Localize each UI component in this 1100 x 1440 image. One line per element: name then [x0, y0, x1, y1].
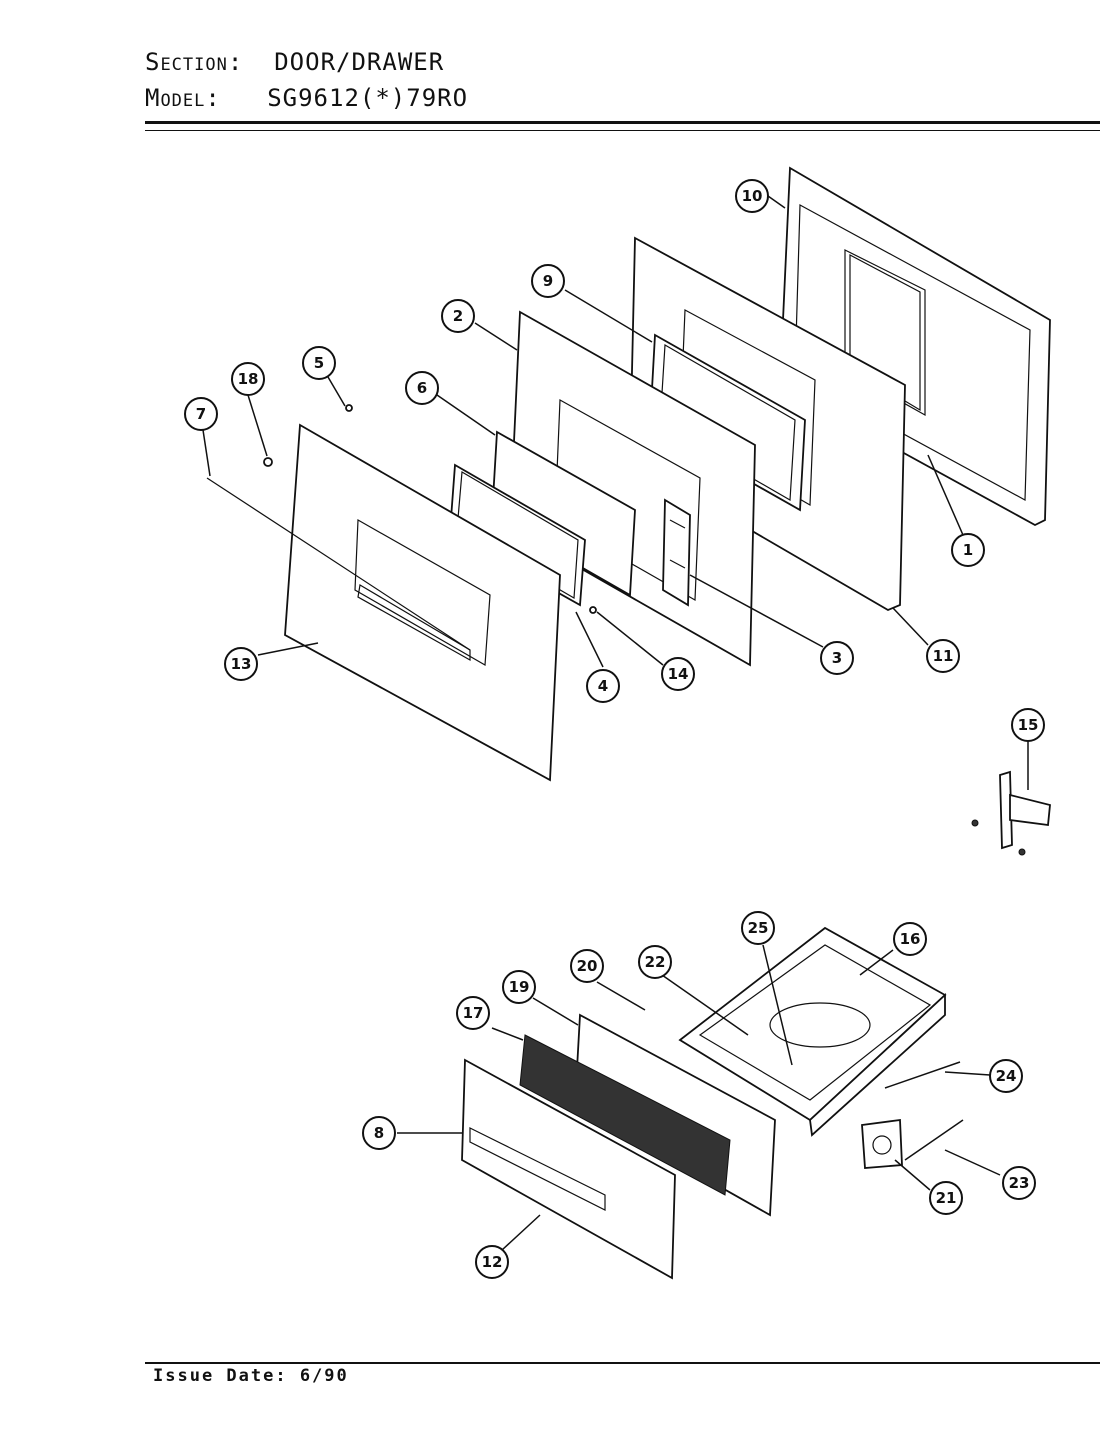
svg-text:22: 22 [645, 953, 666, 971]
svg-text:25: 25 [748, 919, 769, 937]
footer-rule [145, 1362, 1100, 1364]
svg-text:1: 1 [963, 541, 973, 559]
svg-text:21: 21 [936, 1189, 957, 1207]
leader-lines [202, 195, 1029, 1251]
callout-18: 18 [231, 362, 265, 396]
svg-text:16: 16 [900, 930, 921, 948]
part-18-plug [263, 457, 273, 467]
svg-text:15: 15 [1018, 716, 1039, 734]
svg-text:6: 6 [417, 379, 427, 397]
part-21-bracket [861, 1118, 903, 1169]
callout-24: 24 [989, 1059, 1023, 1093]
svg-text:24: 24 [996, 1067, 1017, 1085]
svg-text:9: 9 [543, 272, 553, 290]
header-rule-thin [145, 130, 1100, 131]
section-value: DOOR/DRAWER [274, 48, 445, 76]
callout-20: 20 [570, 949, 604, 983]
svg-text:19: 19 [509, 978, 530, 996]
callout-5: 5 [302, 346, 336, 380]
callout-13: 13 [224, 647, 258, 681]
callout-16: 16 [893, 922, 927, 956]
svg-text:2: 2 [453, 307, 463, 325]
svg-text:13: 13 [231, 655, 252, 673]
svg-text:12: 12 [482, 1253, 503, 1271]
part-3-bracket [662, 498, 691, 607]
svg-text:14: 14 [668, 665, 689, 683]
callout-1: 1 [951, 533, 985, 567]
issue-date: Issue Date: 6/90 [153, 1366, 349, 1386]
callout-4: 4 [586, 669, 620, 703]
callout-19: 19 [502, 970, 536, 1004]
section-heading: Section: DOOR/DRAWER [145, 48, 444, 76]
svg-text:11: 11 [933, 647, 954, 665]
callout-10: 10 [735, 179, 769, 213]
model-label: Model: [145, 84, 221, 112]
model-value: SG9612(*)79RO [267, 84, 469, 112]
svg-text:23: 23 [1009, 1174, 1030, 1192]
svg-text:8: 8 [374, 1124, 384, 1142]
callout-23: 23 [1002, 1166, 1036, 1200]
part-15-hinge [971, 770, 1051, 856]
part-12-drawer-panel [461, 1058, 676, 1280]
callout-15: 15 [1011, 708, 1045, 742]
callout-12: 12 [475, 1245, 509, 1279]
part-14-screw [589, 606, 597, 614]
callout-17: 17 [456, 996, 490, 1030]
part-24-rod [884, 1061, 961, 1089]
header-rule-thick [145, 121, 1100, 124]
section-label: Section: [145, 48, 244, 76]
callout-14: 14 [661, 657, 695, 691]
callout-22: 22 [638, 945, 672, 979]
callout-3: 3 [820, 641, 854, 675]
svg-text:7: 7 [196, 405, 206, 423]
part-16-drawer-body [678, 926, 947, 1137]
svg-text:5: 5 [314, 354, 324, 372]
model-heading: Model: SG9612(*)79RO [145, 84, 468, 112]
callout-6: 6 [405, 371, 439, 405]
callout-9: 9 [531, 264, 565, 298]
part-5-screw [345, 404, 353, 412]
callout-21: 21 [929, 1181, 963, 1215]
svg-text:3: 3 [832, 649, 842, 667]
callout-25: 25 [741, 911, 775, 945]
svg-text:20: 20 [577, 957, 598, 975]
callout-8: 8 [362, 1116, 396, 1150]
svg-text:10: 10 [742, 187, 763, 205]
svg-text:17: 17 [463, 1004, 484, 1022]
svg-text:18: 18 [238, 370, 259, 388]
part-13-outer-door [284, 423, 561, 782]
callout-2: 2 [441, 299, 475, 333]
part-7-handle [206, 477, 471, 651]
part-23-rod [904, 1119, 964, 1161]
callout-11: 11 [926, 639, 960, 673]
svg-text:4: 4 [598, 677, 608, 695]
part-17-insulation [519, 1034, 731, 1196]
callout-7: 7 [184, 397, 218, 431]
